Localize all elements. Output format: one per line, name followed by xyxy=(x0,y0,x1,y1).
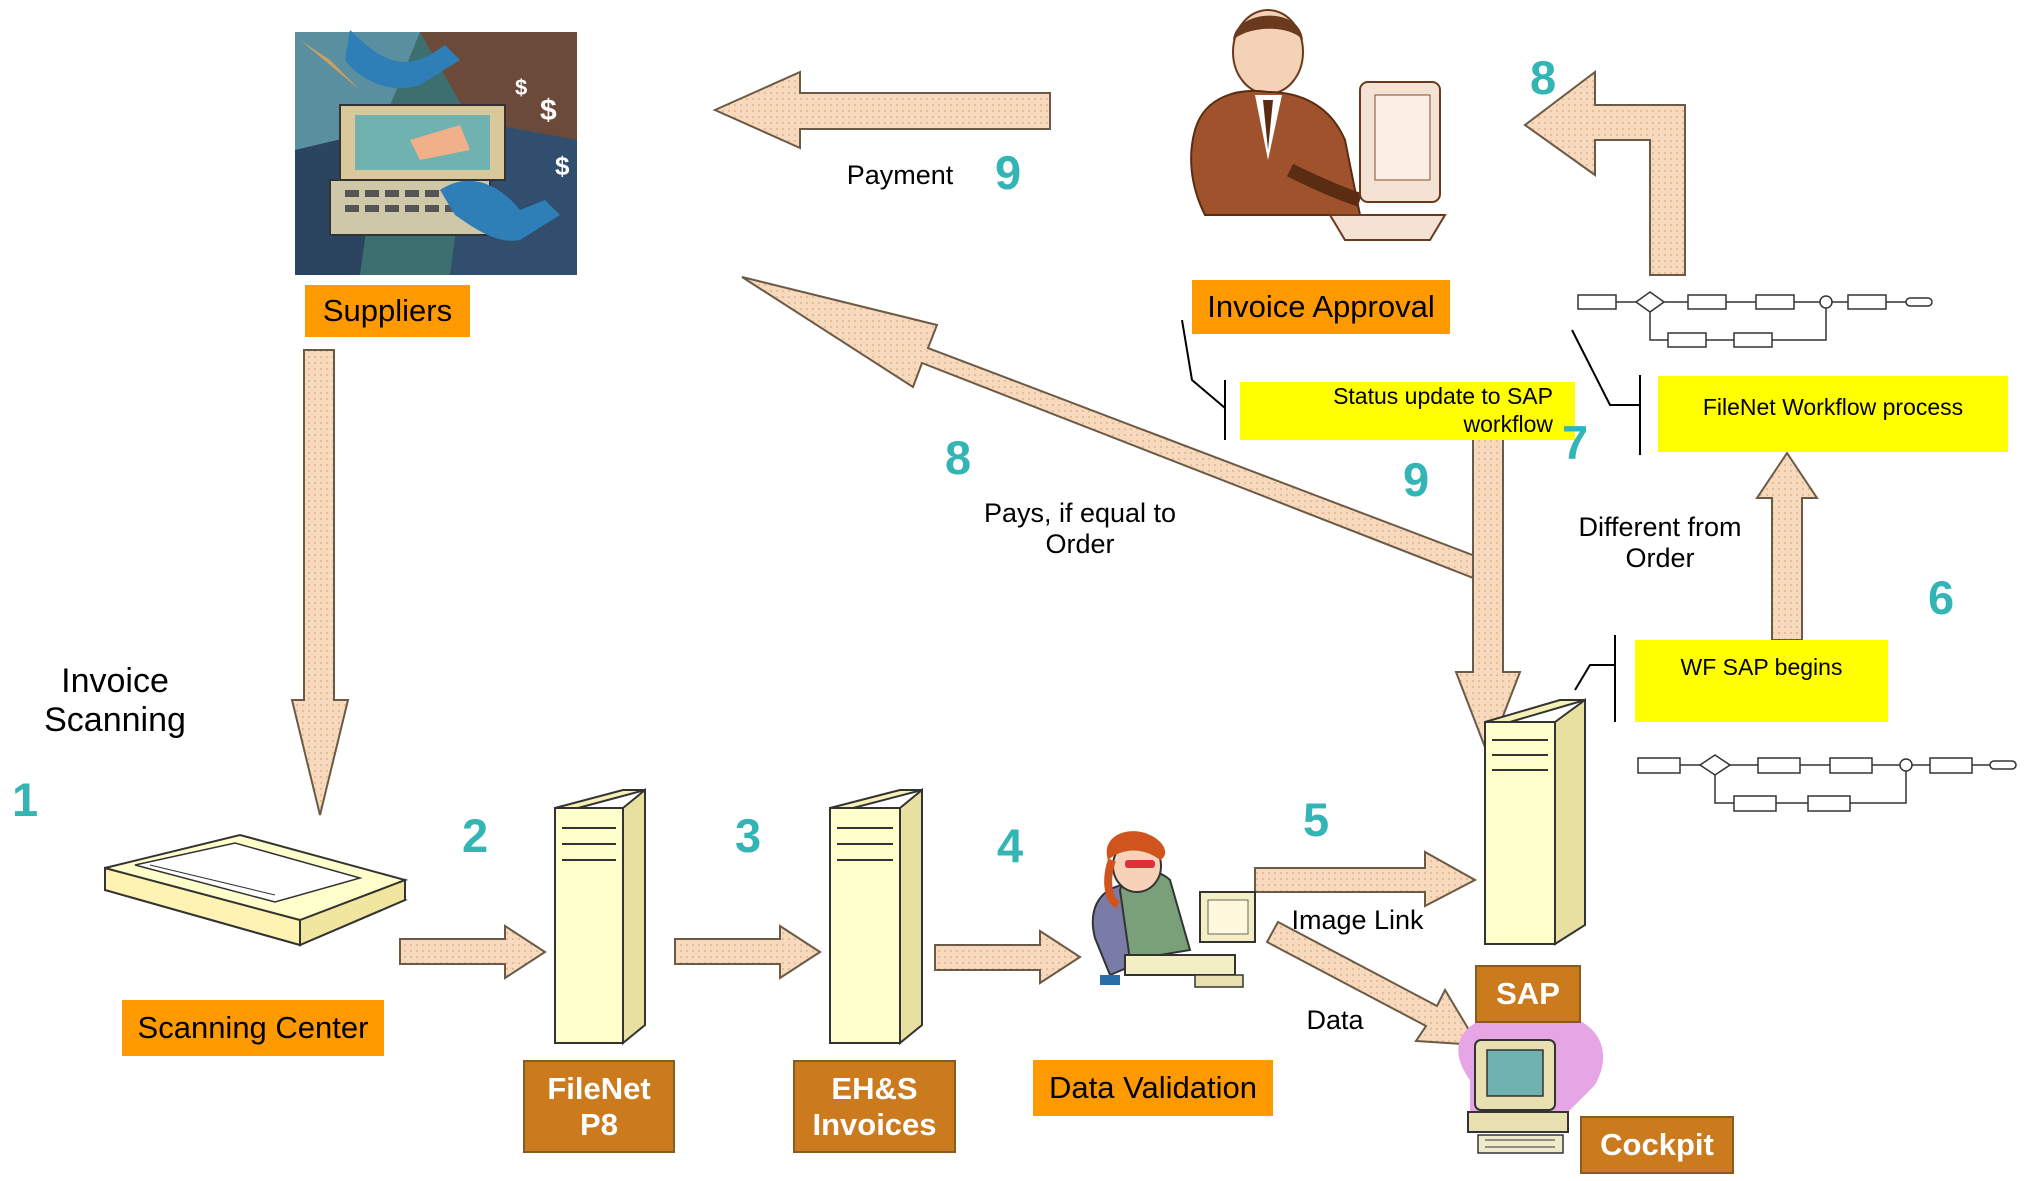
wf-sap-begins-note: WF SAP begins xyxy=(1635,640,1888,722)
scanning-center-label: Scanning Center xyxy=(122,1000,384,1056)
step-number-5: 5 xyxy=(1303,793,1330,846)
step-number-3: 3 xyxy=(735,809,762,862)
scanner-to-filenet-arrow xyxy=(399,924,547,980)
filenet-p8-line-1: FileNet xyxy=(547,1070,651,1106)
desktop-computer-icon xyxy=(1458,1011,1604,1154)
step-number-6: 6 xyxy=(1928,571,1955,624)
invoice-scanning-line-1: Invoice xyxy=(61,662,169,700)
wf-sap-callout-line xyxy=(1574,664,1615,691)
status-update-note: Status update to SAP workflow xyxy=(1240,382,1575,440)
payment-arrow xyxy=(712,70,1051,150)
wf-to-filenet-workflow-arrow xyxy=(1755,451,1819,641)
svg-text:$: $ xyxy=(540,94,557,127)
step-number-7: 7 xyxy=(1562,416,1589,469)
payment-label: Payment xyxy=(846,160,954,190)
step-number-1: 1 xyxy=(12,773,39,826)
suppliers-to-scanner-arrow xyxy=(290,349,350,816)
step-number-8-top: 8 xyxy=(1530,51,1557,104)
data-validation-label: Data Validation xyxy=(1033,1060,1273,1116)
status-callout-line xyxy=(1181,319,1226,409)
validation-to-sap-arrow xyxy=(1254,850,1478,908)
woman-at-computer-icon xyxy=(1091,831,1256,988)
svg-text:$: $ xyxy=(555,151,570,181)
workflow-callout-line xyxy=(1571,329,1640,406)
server-tower-icon xyxy=(829,787,923,1046)
server-tower-icon xyxy=(554,787,646,1046)
workflow-to-approval-arrow xyxy=(1523,69,1686,276)
pays-if-equal-label: Pays, if equal to Order xyxy=(960,498,1200,560)
pays-if-equal-line-2: Order xyxy=(1045,529,1115,560)
ehs-to-validation-arrow xyxy=(934,929,1082,985)
invoice-scanning-line-2: Scanning xyxy=(44,701,186,740)
filenet-p8-line-2: P8 xyxy=(580,1106,618,1142)
workflow-flowchart-icon xyxy=(1637,754,2017,812)
server-tower-icon xyxy=(1484,698,1586,946)
step-number-2: 2 xyxy=(462,809,489,862)
invoice-scanning-label: Invoice Scanning xyxy=(25,662,205,740)
filenet-workflow-note: FileNet Workflow process xyxy=(1658,376,2008,452)
workflow-flowchart-icon xyxy=(1577,291,1933,348)
different-from-line-1: Different from xyxy=(1578,512,1742,542)
ehs-invoices-line-1: EH&S xyxy=(831,1070,918,1106)
ehs-invoices-line-2: Invoices xyxy=(812,1106,937,1142)
status-update-line-2: workflow xyxy=(1463,411,1553,437)
suppliers-label: Suppliers xyxy=(305,285,470,337)
image-link-label: Image Link xyxy=(1291,905,1424,935)
validation-to-cockpit-arrow xyxy=(1265,920,1480,1047)
step-number-8-mid: 8 xyxy=(945,431,972,484)
different-from-label: Different from Order xyxy=(1560,512,1760,574)
svg-text:$: $ xyxy=(515,75,527,100)
businessman-at-computer-icon xyxy=(1190,9,1447,241)
flatbed-scanner-icon xyxy=(104,833,409,947)
status-update-line-1: Status update to SAP xyxy=(1333,383,1553,410)
step-number-9-top: 9 xyxy=(995,146,1022,199)
step-number-4: 4 xyxy=(997,819,1024,872)
invoice-approval-label: Invoice Approval xyxy=(1192,280,1450,334)
sap-label: SAP xyxy=(1475,965,1581,1023)
cockpit-label: Cockpit xyxy=(1580,1116,1734,1174)
approval-to-sap-arrow xyxy=(1454,414,1522,758)
filenet-p8-label: FileNet P8 xyxy=(523,1060,675,1153)
sap-to-suppliers-arrow xyxy=(741,276,1483,583)
filenet-to-ehs-arrow xyxy=(674,924,822,980)
suppliers-collage-icon: $ $ $ xyxy=(295,30,577,275)
different-from-line-2: Order xyxy=(1625,543,1695,574)
data-label: Data xyxy=(1306,1005,1364,1035)
pays-if-equal-line-1: Pays, if equal to xyxy=(983,498,1177,528)
step-number-9-mid: 9 xyxy=(1403,453,1430,506)
ehs-invoices-label: EH&S Invoices xyxy=(793,1060,956,1153)
